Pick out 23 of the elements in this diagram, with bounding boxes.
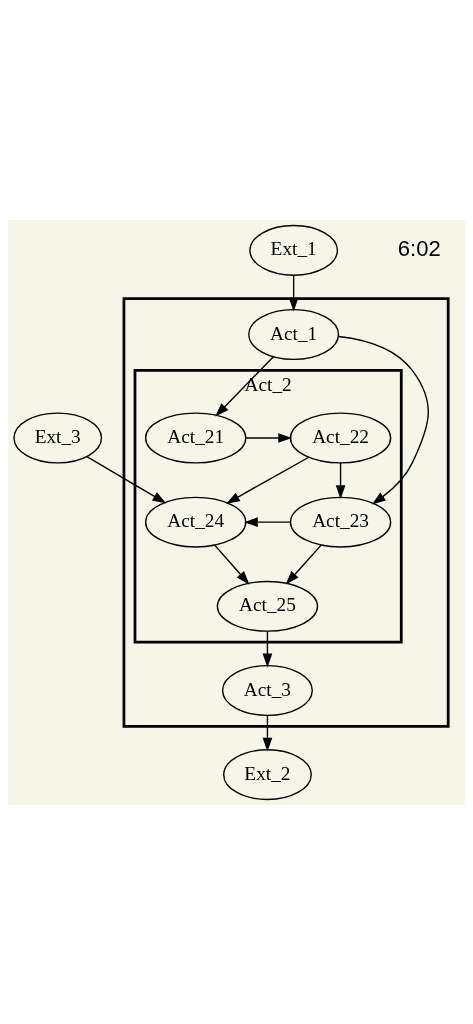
arrow [335,461,346,499]
label: 6:02 [397,235,441,261]
arrow [288,274,299,311]
arrow [262,714,273,752]
node-ellipse: Ext_2 [223,748,312,800]
node-ellipse: Ext_1 [249,224,339,276]
arrow [243,516,291,527]
arrow [285,544,322,585]
arrow [215,355,275,417]
node-ellipse: Act_1 [248,308,340,360]
node-ellipse: Ext_3 [13,411,103,463]
node-ellipse: Act_22 [289,411,392,463]
node-ellipse: Act_23 [289,496,392,548]
arrow [245,432,293,443]
node-ellipse: Act_3 [221,664,313,716]
arrow [338,335,429,504]
node-ellipse: Act_25 [216,580,319,632]
arrow [226,456,310,504]
arrow [86,455,167,503]
arrow [262,630,273,667]
node-ellipse: Act_24 [144,496,247,548]
node-ellipse: Act_21 [144,411,247,463]
arrow [214,544,250,585]
